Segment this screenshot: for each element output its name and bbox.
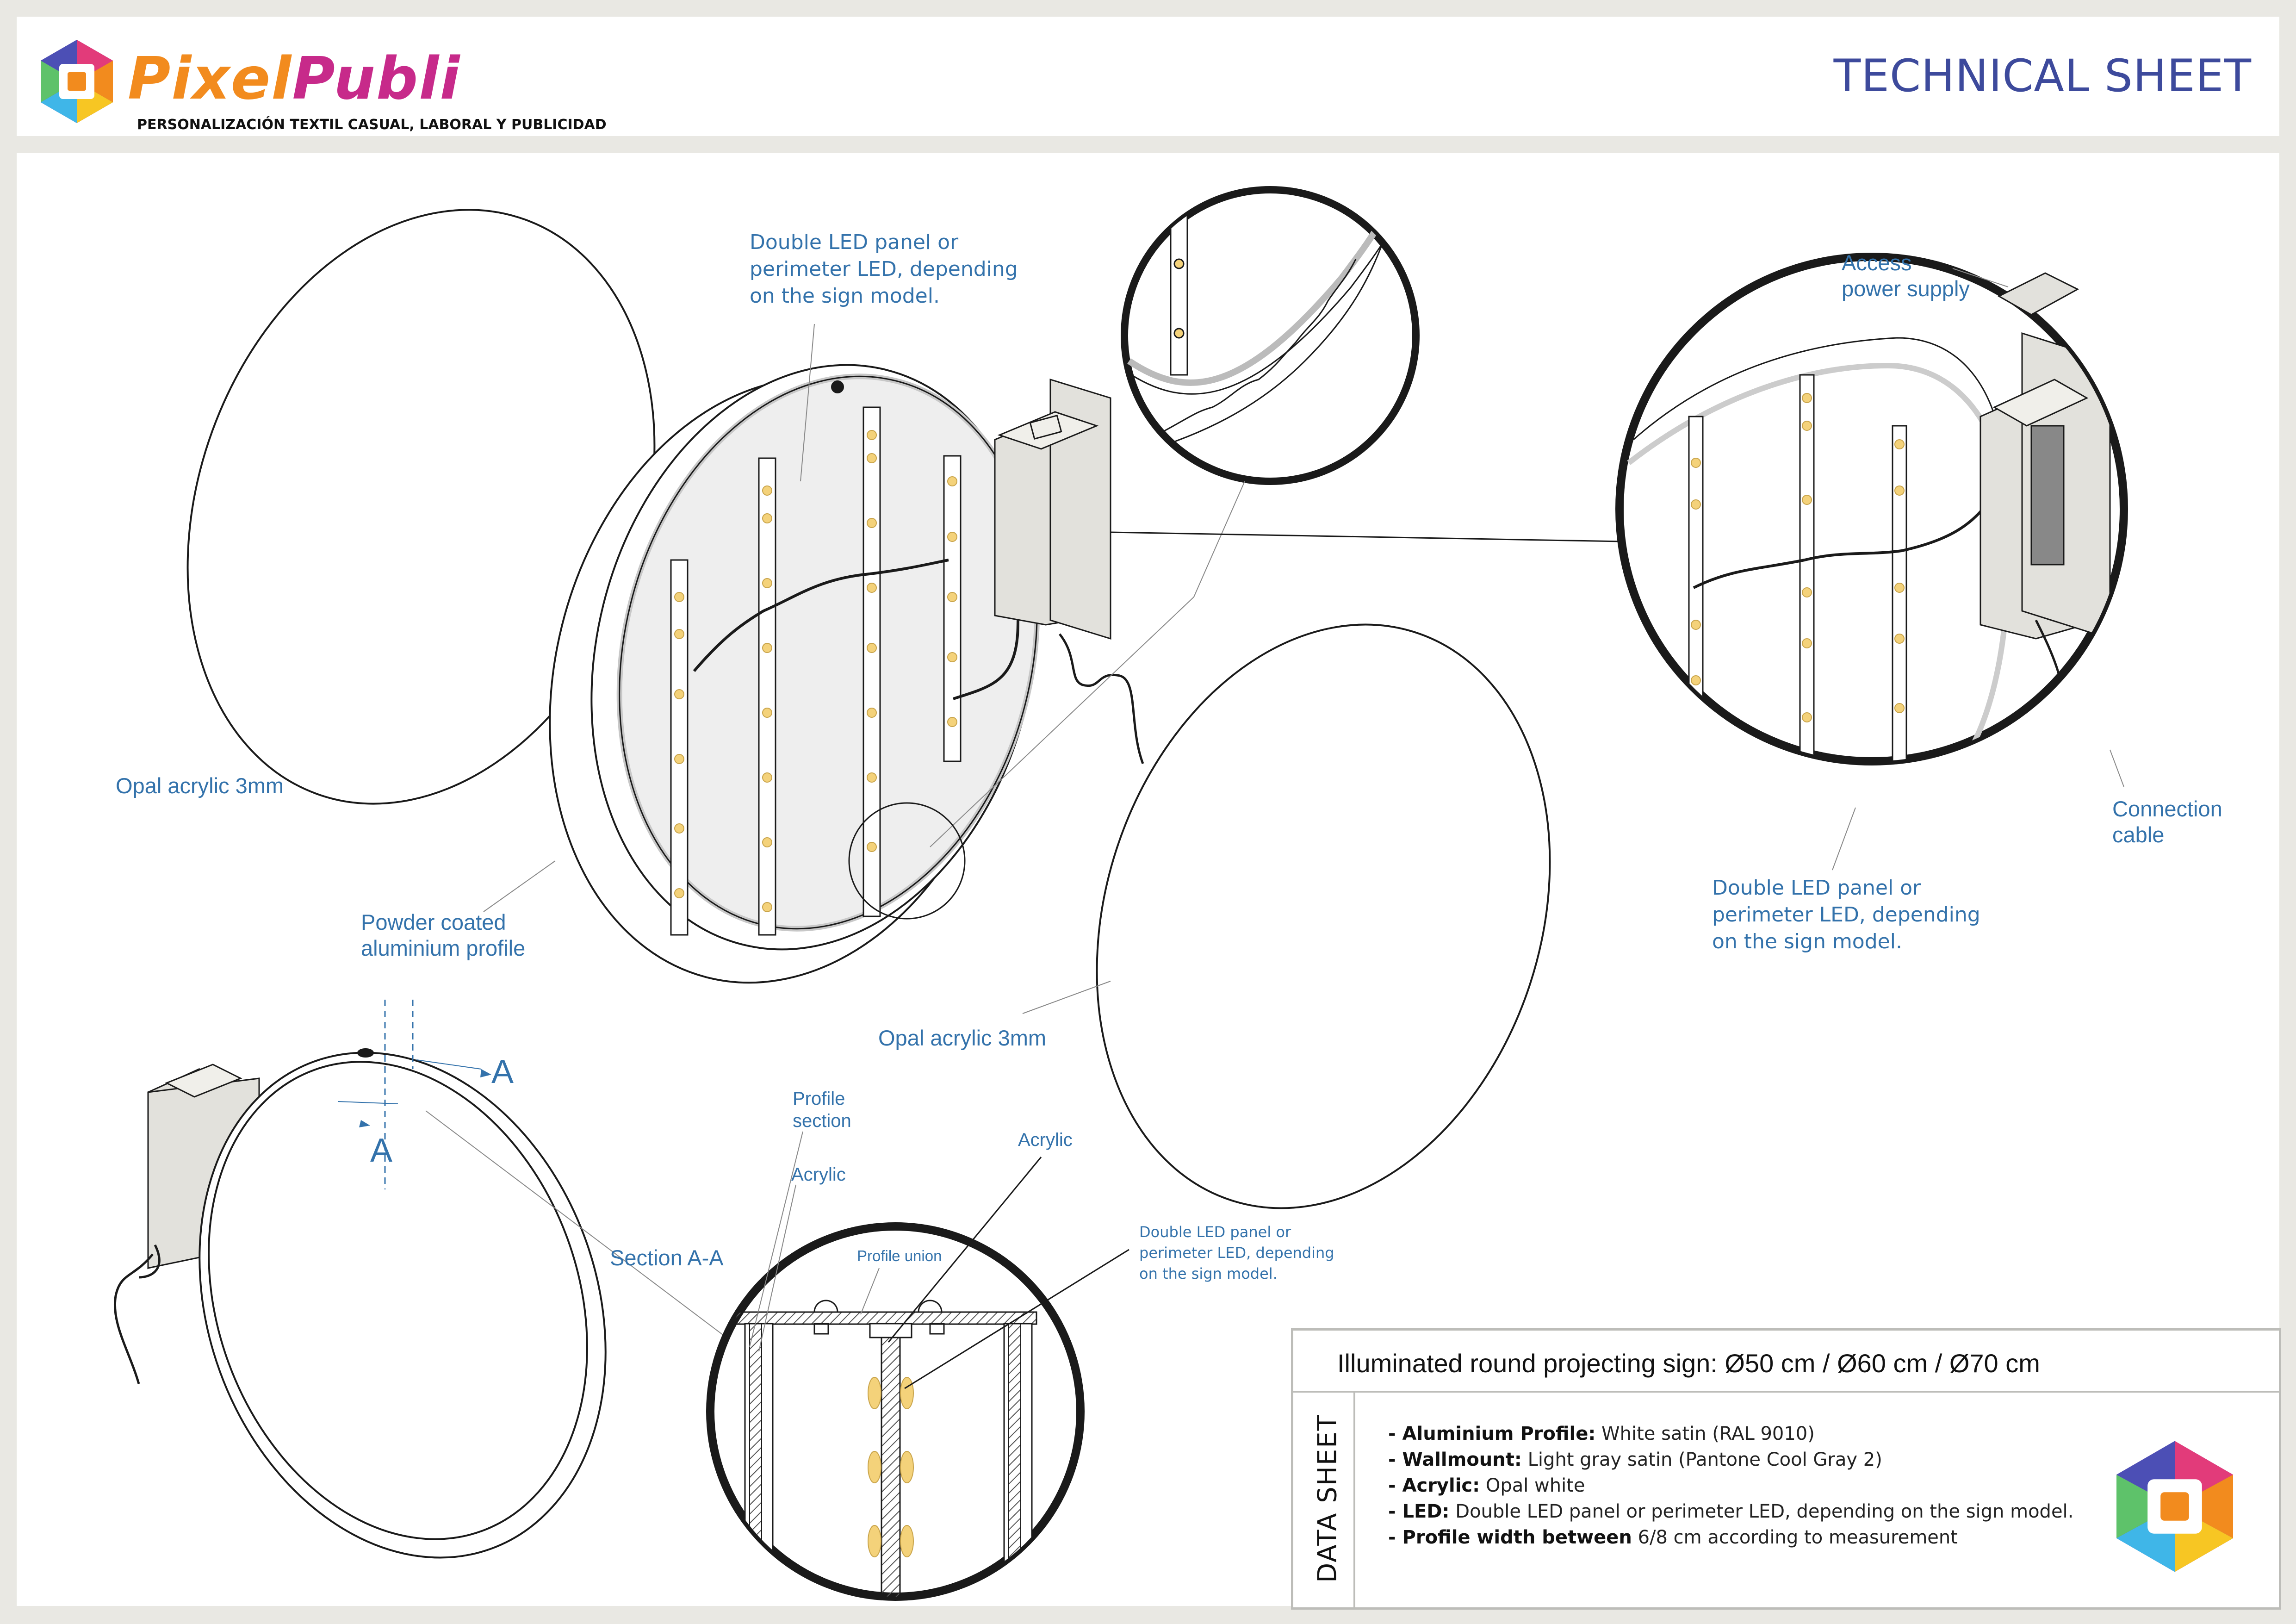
brand-logo: PixelPubli PERSONALIZACIÓN TEXTIL CASUAL… <box>31 35 607 133</box>
sheet-title: TECHNICAL SHEET <box>1833 50 2252 102</box>
sign-body-main <box>549 364 1144 984</box>
label-profile-union: Profile union <box>857 1247 942 1264</box>
spec-item: - LED: Double LED panel or perimeter LED… <box>1388 1501 2074 1522</box>
spec-item: - Acrylic: Opal white <box>1388 1475 1585 1496</box>
section-marker-a-left: A <box>370 1132 393 1169</box>
data-sheet-box: Illuminated round projecting sign: Ø50 c… <box>1291 1328 2281 1610</box>
section-aa-detail <box>706 1222 1085 1601</box>
data-sheet-divider <box>1293 1391 2279 1393</box>
wall-bracket-main <box>994 378 1111 640</box>
header-bar: PixelPubli PERSONALIZACIÓN TEXTIL CASUAL… <box>17 17 2279 136</box>
brand-tagline: PERSONALIZACIÓN TEXTIL CASUAL, LABORAL Y… <box>137 117 607 133</box>
access-power-plate <box>1997 272 2079 316</box>
data-sheet-column-divider <box>1353 1391 1355 1607</box>
label-section-aa: Section A-A <box>610 1245 724 1270</box>
label-acrylic-left: Acrylic <box>791 1164 846 1185</box>
detail-marker-circle <box>848 802 966 920</box>
spec-item: - Profile width between 6/8 cm according… <box>1388 1527 1958 1548</box>
sign-assembled-view <box>114 1000 607 1559</box>
data-sheet-title: Illuminated round projecting sign: Ø50 c… <box>1337 1349 2040 1378</box>
led-strips <box>670 406 962 936</box>
hexagon-logo-icon <box>2116 1441 2233 1572</box>
spec-item: - Aluminium Profile: White satin (RAL 90… <box>1388 1423 1815 1444</box>
spec-item: - Wallmount: Light gray satin (Pantone C… <box>1388 1449 1882 1470</box>
hexagon-logo-icon <box>41 40 113 123</box>
data-sheet-spec-list: - Aluminium Profile: White satin (RAL 90… <box>1388 1421 2073 1550</box>
wiring-cable <box>693 559 949 672</box>
zoom-detail-right <box>1615 253 2128 765</box>
label-opal-acrylic-left: Opal acrylic 3mm <box>116 773 284 798</box>
zoom-detail-top <box>1121 186 1420 485</box>
section-marker-a-right: A <box>491 1053 514 1090</box>
opal-acrylic-disc-right <box>1096 623 1551 1209</box>
label-acrylic-right: Acrylic <box>1018 1130 1073 1150</box>
data-sheet-vertical-label: DATA SHEET <box>1312 1414 1343 1583</box>
brand-name: PixelPubli <box>128 44 461 112</box>
label-opal-acrylic-right: Opal acrylic 3mm <box>878 1026 1047 1050</box>
